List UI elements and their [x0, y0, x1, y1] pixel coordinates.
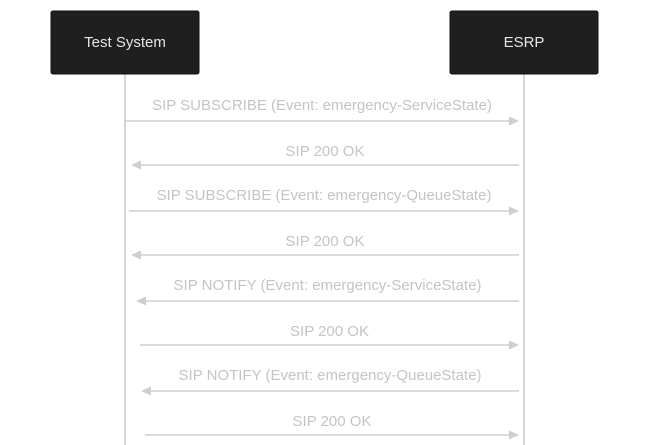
arrowhead-icon — [509, 206, 519, 216]
message-label: SIP 200 OK — [286, 143, 365, 160]
arrowhead-icon — [509, 430, 519, 440]
participant-test-system: Test System — [50, 10, 200, 75]
arrowhead-icon — [509, 340, 519, 350]
message-3: SIP SUBSCRIBE (Event: emergency-QueueSta… — [129, 187, 519, 216]
message-label: SIP 200 OK — [290, 323, 369, 340]
message-label: SIP SUBSCRIBE (Event: emergency-QueueSta… — [157, 187, 492, 204]
message-label: SIP NOTIFY (Event: emergency-ServiceStat… — [174, 277, 482, 294]
arrowhead-icon — [141, 386, 151, 396]
participant-esrp: ESRP — [449, 10, 599, 75]
arrowhead-icon — [509, 116, 519, 126]
message-label: SIP 200 OK — [293, 413, 372, 430]
arrowhead-icon — [131, 250, 141, 260]
message-label: SIP NOTIFY (Event: emergency-QueueState) — [179, 367, 482, 384]
message-label: SIP 200 OK — [286, 233, 365, 250]
participant-label-esrp: ESRP — [504, 34, 545, 51]
message-list: SIP SUBSCRIBE (Event: emergency-ServiceS… — [125, 97, 519, 440]
message-2: SIP 200 OK — [131, 143, 519, 170]
message-5: SIP NOTIFY (Event: emergency-ServiceStat… — [136, 277, 519, 306]
message-7: SIP NOTIFY (Event: emergency-QueueState) — [141, 367, 519, 396]
message-8: SIP 200 OK — [145, 413, 519, 440]
arrowhead-icon — [131, 160, 141, 170]
message-1: SIP SUBSCRIBE (Event: emergency-ServiceS… — [125, 97, 519, 126]
arrowhead-icon — [136, 296, 146, 306]
message-4: SIP 200 OK — [131, 233, 519, 260]
message-6: SIP 200 OK — [140, 323, 519, 350]
participant-label-test-system: Test System — [84, 34, 166, 51]
message-label: SIP SUBSCRIBE (Event: emergency-ServiceS… — [152, 97, 492, 114]
